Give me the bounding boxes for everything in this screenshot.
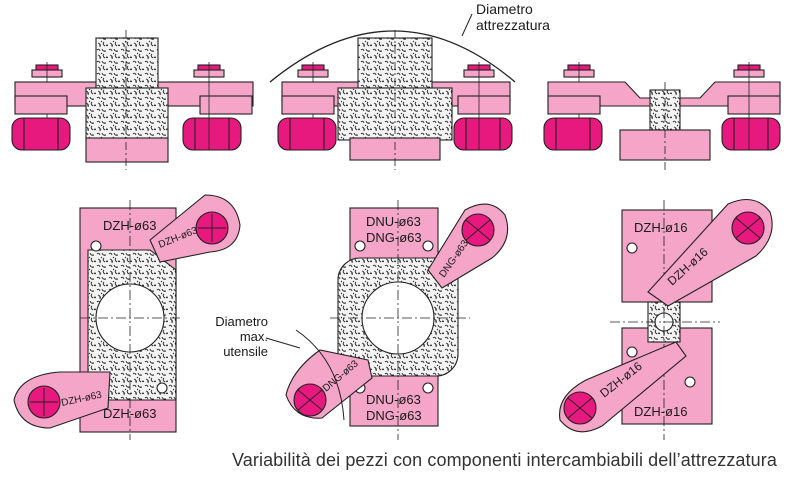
middle-label-dng-upper: DNG-ø63: [366, 230, 422, 245]
middle-label-dnu-lower: DNU-ø63: [366, 392, 421, 407]
side-view-left: [11, 30, 254, 170]
fixture-diameter-line-1: Diametro: [476, 1, 533, 17]
side-view-middle: [269, 30, 516, 170]
side-view-right: [543, 62, 781, 170]
top-view-right: [558, 198, 773, 440]
left-label-upper: DZH-ø63: [103, 218, 156, 233]
fixture-diameter-line-2: attrezzatura: [476, 17, 550, 33]
top-view-left: [13, 194, 241, 440]
right-label-upper: DZH-ø16: [634, 220, 687, 235]
middle-label-dng-lower: DNG-ø63: [366, 408, 422, 423]
top-view-middle: [285, 200, 509, 440]
figure-caption: Variabilità dei pezzi con componenti int…: [232, 450, 777, 470]
left-label-lower: DZH-ø63: [103, 406, 156, 421]
tool-diameter-line-3: utensile: [223, 344, 268, 359]
middle-label-dnu-upper: DNU-ø63: [366, 214, 421, 229]
right-label-lower: DZH-ø16: [634, 404, 687, 419]
tool-diameter-line-1: Diametro: [215, 314, 268, 329]
tool-diameter-line-2: max.: [240, 329, 268, 344]
